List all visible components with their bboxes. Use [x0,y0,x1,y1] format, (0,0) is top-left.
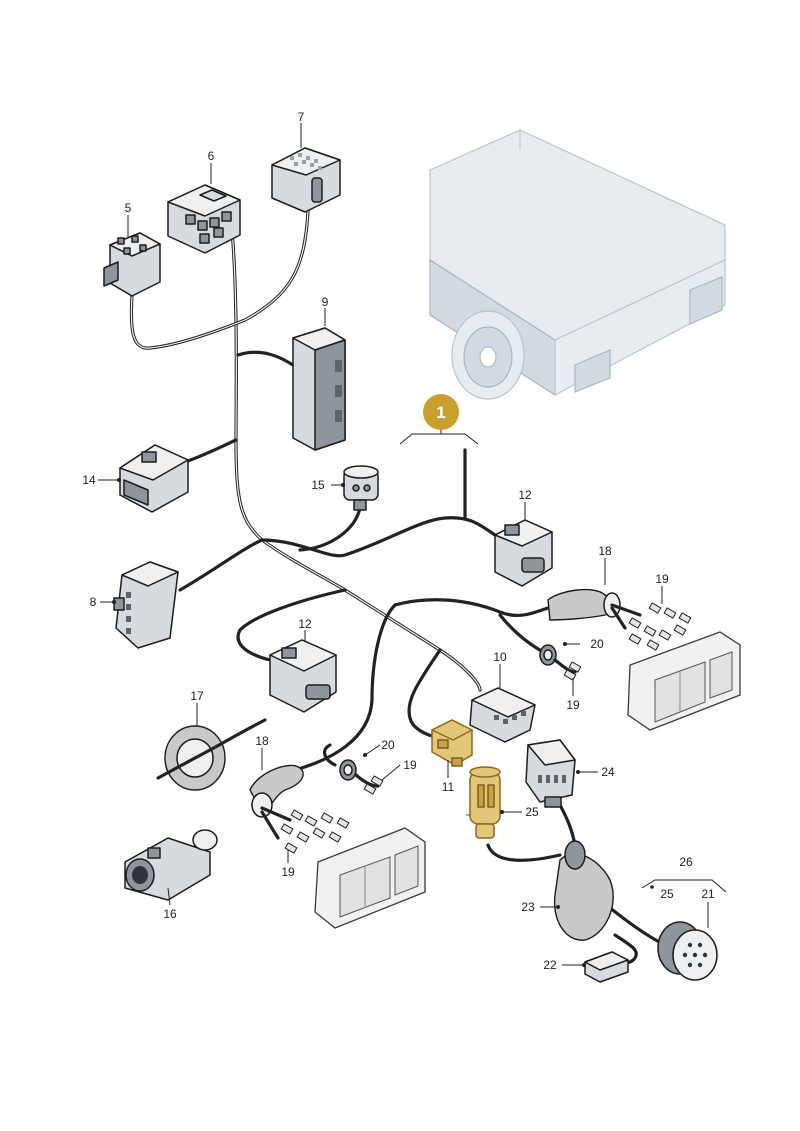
part-badge-1: 1 [423,394,459,430]
terminals-19-upper [610,602,692,651]
connector-25-highlighted [466,766,501,839]
connector-12-lower [269,639,337,713]
callout-11: 11 [442,780,455,794]
callout-16: 16 [163,907,177,921]
callout-8: 8 [90,595,97,609]
sleeve-18-upper [547,588,621,621]
callout-25-group: 25 [660,887,674,901]
module-22 [584,951,629,983]
grommet-20-lower [339,759,384,795]
callout-5: 5 [125,201,132,215]
callout-18-upper: 18 [598,544,612,558]
callout-25: 25 [525,805,539,819]
round-socket-21 [657,921,718,981]
socket-plate-23 [553,840,614,941]
connector-15 [343,465,379,511]
callout-26: 26 [679,855,693,869]
callout-18-lower: 18 [255,734,269,748]
sleeve-18-lower [249,764,304,818]
callout-21: 21 [701,887,715,901]
callout-20-upper: 20 [590,637,604,651]
callout-19-lower: 19 [281,865,295,879]
callout-19-upper: 19 [655,572,669,586]
connector-10 [469,687,536,743]
connector-12-upper [494,519,553,587]
connector-7 [271,147,341,213]
callout-labels: 5 6 7 9 14 15 12 8 12 18 19 20 19 10 11 … [82,110,715,972]
callout-14: 14 [82,473,96,487]
callout-15: 15 [311,478,325,492]
connector-5 [103,232,161,297]
callout-19-lower-right: 19 [403,758,417,772]
callout-7: 7 [298,110,305,124]
callout-22: 22 [543,958,557,972]
callout-23: 23 [521,900,535,914]
callout-12-upper: 12 [518,488,532,502]
wire-harness [129,208,667,967]
tail-lamp-lower [314,827,426,929]
connector-11-highlighted [431,719,473,767]
badge-label: 1 [436,403,445,422]
callout-19-mid: 19 [566,698,580,712]
callout-12-lower: 12 [298,617,312,631]
connector-16 [124,829,218,901]
callout-20-lower: 20 [381,738,395,752]
connector-24 [525,739,576,808]
connector-6 [167,184,241,254]
badge-circle [423,394,459,430]
callout-24: 24 [601,765,615,779]
terminals-19-lower [260,806,350,854]
callout-9: 9 [322,295,329,309]
grommet-17 [156,718,267,791]
connector-8 [113,561,179,649]
leader-lines [98,123,727,967]
callout-17: 17 [190,689,204,703]
tail-lamp-upper [627,631,741,731]
control-unit-9 [292,327,346,451]
grommet-20-upper [539,644,582,681]
callout-10: 10 [493,650,507,664]
callout-6: 6 [208,149,215,163]
trailer-illustration [429,129,726,400]
connector-14 [119,444,189,513]
